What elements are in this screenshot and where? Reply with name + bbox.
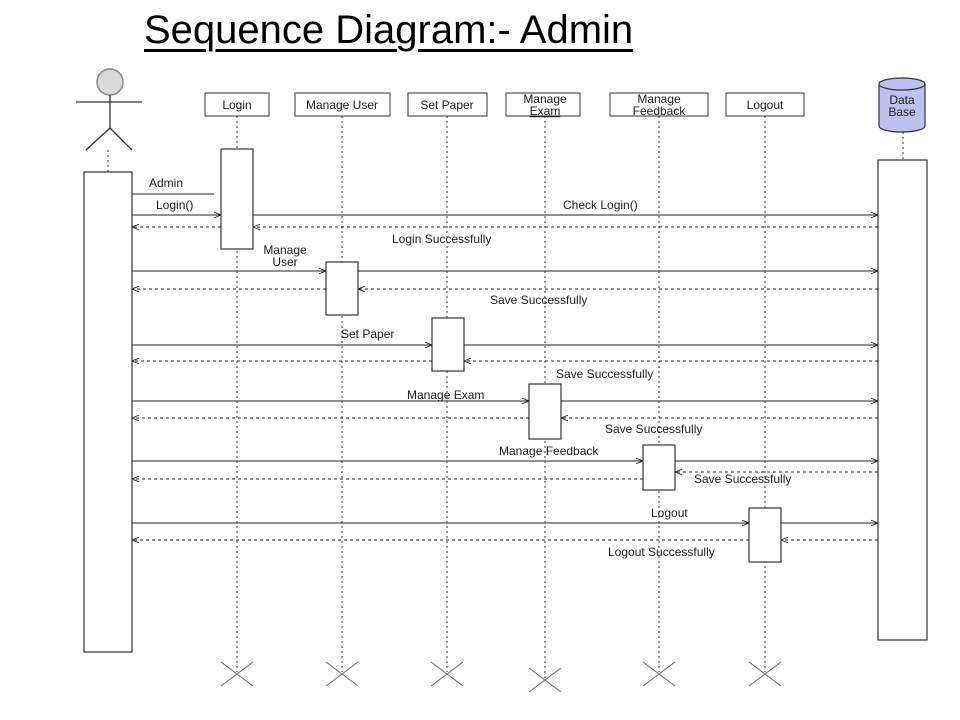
activation-logout: [748, 507, 782, 563]
actor-admin: [76, 68, 142, 172]
destroy-x-icon: [430, 661, 464, 687]
activation-login: [220, 148, 254, 250]
database: Data Base: [878, 77, 926, 160]
lifeline-label-set-paper: Set Paper: [420, 98, 473, 112]
message-label-logout: Logout: [651, 506, 688, 520]
database-activation-bar: [877, 159, 928, 641]
lifeline-set-paper: Set Paper: [407, 92, 488, 687]
message-label-save-success-4: Save Successfully: [694, 472, 791, 486]
page-title: Sequence Diagram:- Admin: [144, 8, 634, 52]
activation-manage-exam: [528, 383, 562, 440]
lifeline-label-manage-exam-1: Manage: [523, 92, 567, 106]
destroy-x-icon: [642, 661, 676, 687]
lifeline-label-login: Login: [222, 98, 251, 112]
activation-manage-feedback: [642, 444, 676, 491]
lifeline-manage-user: Manage User: [294, 92, 391, 687]
database-label-2: Base: [888, 105, 916, 119]
lifeline-label-manage-exam-2: Exam: [530, 104, 561, 118]
activation-manage-user: [325, 261, 359, 316]
lifeline-manage-exam: Manage Exam: [505, 92, 581, 693]
message-label-logout-success: Logout Successfully: [608, 545, 715, 559]
messages: [132, 193, 878, 540]
actor-activation-bar: [83, 171, 133, 653]
lifeline-logout: Logout: [725, 92, 805, 687]
message-label-manage-feedback: Manage Feedback: [499, 444, 599, 458]
message-label-manage-user-2: User: [272, 255, 297, 269]
activation-set-paper: [431, 317, 465, 372]
message-label-login-success: Login Successfully: [392, 232, 491, 246]
message-label-login: Login(): [156, 198, 193, 212]
destroy-x-icon: [325, 661, 359, 687]
actor-head-icon: [96, 68, 124, 96]
message-label-admin: Admin: [149, 176, 183, 190]
lifeline-manage-feedback: Manage Feedback: [609, 92, 709, 687]
lifeline-login: Login: [204, 92, 270, 687]
message-label-save-success-1: Save Successfully: [490, 293, 587, 307]
database-label-1: Data: [889, 93, 915, 107]
message-label-manage-exam: Manage Exam: [407, 388, 484, 402]
message-label-save-success-3: Save Successfully: [605, 422, 702, 436]
lifeline-label-manage-feedback-2: Feedback: [633, 104, 687, 118]
lifeline-label-manage-feedback-1: Manage: [637, 92, 681, 106]
destroy-x-icon: [748, 661, 782, 687]
lifeline-label-logout: Logout: [747, 98, 784, 112]
lifeline-label-manage-user: Manage User: [306, 98, 378, 112]
message-label-manage-user-1: Manage: [263, 243, 307, 257]
message-label-set-paper: Set Paper: [341, 327, 394, 341]
message-label-check-login: Check Login(): [563, 198, 638, 212]
destroy-x-icon: [220, 661, 254, 687]
message-label-save-success-2: Save Successfully: [556, 367, 653, 381]
database-icon: [878, 84, 926, 133]
destroy-x-icon: [528, 667, 562, 693]
